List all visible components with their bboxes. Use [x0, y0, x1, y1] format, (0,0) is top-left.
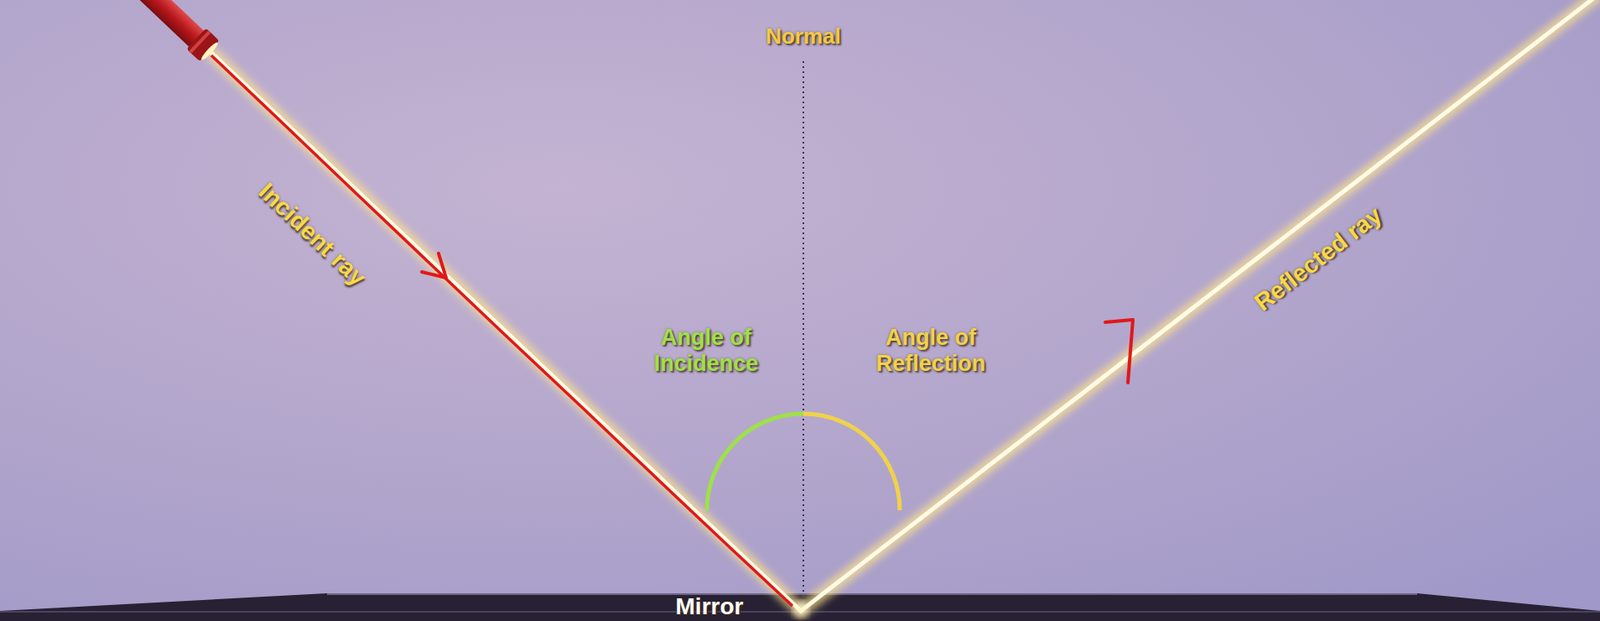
reflection-point [794, 602, 808, 616]
flashlight [120, 0, 222, 63]
reflected-ray-label: Reflected ray [1249, 201, 1388, 317]
reflection-arc [803, 413, 900, 510]
ray-glow [209, 0, 1600, 611]
hand-drawn-arrowhead [421, 253, 447, 278]
mirror-label: Mirror [675, 592, 744, 620]
normal-label: Normal [765, 24, 842, 50]
light-ray [209, 0, 1600, 611]
normal-line [802, 61, 805, 609]
hand-drawn-arrowhead [1105, 319, 1133, 383]
hand-drawn-line [211, 55, 793, 606]
angle-label: Angle of Incidence [634, 324, 778, 377]
incident-ray-label: Incident ray [252, 177, 371, 292]
incidence-arc [706, 413, 804, 510]
mirror-edge [327, 592, 1418, 595]
angle-label: Angle of Reflection [859, 324, 1003, 377]
